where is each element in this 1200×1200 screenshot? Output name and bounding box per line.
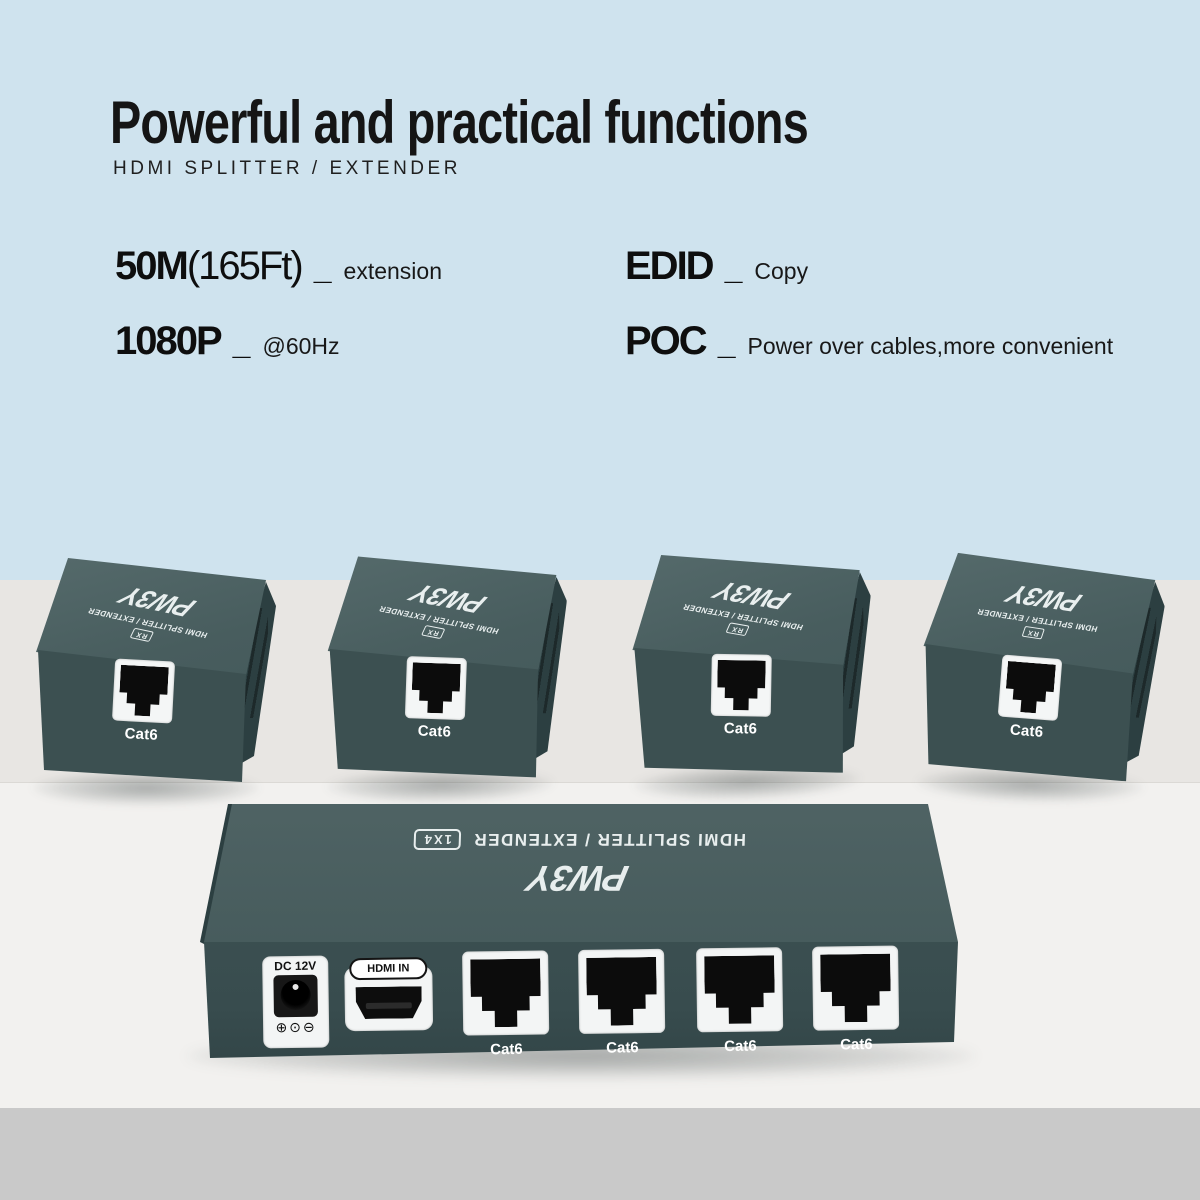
splitter-front-panel: DC 12V ⊕⊙⊖ HDMI IN Cat6 Cat6 Cat6 Cat6 <box>190 791 969 1102</box>
receiver-box-3: RX HDMI SPLITTER / EXTENDER PW3Y Cat6 <box>621 538 877 804</box>
rj45-port-icon <box>404 656 467 721</box>
hdmi-in-label: HDMI IN <box>349 957 428 981</box>
rj45-jack-icon <box>820 954 891 1023</box>
receiver-box-4: RX HDMI SPLITTER / EXTENDER PW3Y Cat6 <box>912 542 1166 805</box>
rj45-jack-icon <box>586 957 657 1026</box>
rx-badge: RX <box>421 625 445 639</box>
feature-desc: extension <box>343 258 443 284</box>
feature-value: EDID <box>625 244 715 288</box>
receiver-port-group: Cat6 <box>81 657 205 746</box>
rj45-jack-icon <box>411 662 461 714</box>
rj45-jack-icon <box>704 955 775 1024</box>
feature-list: 50M (165Ft) _ extension EDID _ Copy 1080… <box>115 244 1135 394</box>
receiver-box-1: RX HDMI SPLITTER / EXTENDER PW3Y Cat6 <box>28 548 276 805</box>
hdmi-in-module: HDMI IN <box>344 957 434 1032</box>
port-label: Cat6 <box>490 1040 523 1059</box>
feature-separator: _ <box>724 250 743 286</box>
dc-jack-pin <box>292 983 299 991</box>
feature-value: POC <box>625 319 708 363</box>
port-label: Cat6 <box>724 1037 757 1055</box>
feature-1080p: 1080P _ @60Hz <box>115 319 625 364</box>
feature-desc: Copy <box>754 258 809 284</box>
polarity-icon: ⊕⊙⊖ <box>275 1019 317 1037</box>
page-title: Powerful and practical functions <box>110 89 809 156</box>
rj45-jack-icon <box>1004 661 1056 715</box>
rj45-jack-icon <box>118 665 169 717</box>
background-sky <box>0 0 1200 580</box>
feature-desc: Power over cables,more convenient <box>747 333 1114 359</box>
hdmi-port-icon <box>356 986 422 1019</box>
port-label: Cat6 <box>723 720 758 738</box>
rj45-port-icon <box>462 950 550 1036</box>
rj45-port-icon <box>812 945 900 1031</box>
rj45-port-icon <box>578 948 666 1035</box>
feature-value-light: (165Ft) <box>186 244 304 288</box>
rx-badge: RX <box>129 628 154 643</box>
page-subtitle: HDMI SPLITTER / EXTENDER <box>113 158 461 179</box>
feature-value: 1080P <box>115 319 223 363</box>
feature-separator: _ <box>313 250 332 286</box>
rj45-jack-icon <box>717 660 766 711</box>
background-floor-front <box>0 1108 1200 1200</box>
dc-power-label: DC 12V <box>274 958 317 974</box>
rj45-jack-icon <box>470 959 541 1028</box>
receiver-port-group: Cat6 <box>680 653 801 738</box>
splitter-box: PW3Y HDMI SPLITTER / EXTENDER 1X4 DC 12V… <box>186 796 976 1096</box>
dc-jack-icon <box>273 974 318 1018</box>
rx-badge: RX <box>725 623 749 637</box>
rj45-port-icon <box>997 654 1063 722</box>
rj45-port-icon <box>111 658 176 724</box>
rj45-port-icon <box>710 653 772 717</box>
port-label: Cat6 <box>840 1035 873 1054</box>
receiver-port-group: Cat6 <box>966 652 1092 744</box>
feature-extension: 50M (165Ft) _ extension <box>115 244 625 289</box>
feature-row: 1080P _ @60Hz POC _ Power over cables,mo… <box>115 319 1135 364</box>
port-label: Cat6 <box>606 1039 639 1057</box>
receiver-port-group: Cat6 <box>374 655 497 742</box>
feature-row: 50M (165Ft) _ extension EDID _ Copy <box>115 244 1135 289</box>
rj45-port-icon <box>696 947 784 1033</box>
feature-separator: _ <box>717 325 736 361</box>
dc-power-module: DC 12V ⊕⊙⊖ <box>262 955 330 1049</box>
feature-poc: POC _ Power over cables,more convenient <box>625 319 1113 364</box>
feature-edid: EDID _ Copy <box>625 244 808 289</box>
receiver-box-2: RX HDMI SPLITTER / EXTENDER PW3Y Cat6 <box>318 543 570 805</box>
splitter-top-face: PW3Y HDMI SPLITTER / EXTENDER 1X4 <box>204 804 958 942</box>
feature-value: 50M <box>115 244 189 288</box>
rx-badge: RX <box>1022 626 1045 640</box>
feature-separator: _ <box>232 325 251 361</box>
feature-desc: @60Hz <box>262 333 340 359</box>
